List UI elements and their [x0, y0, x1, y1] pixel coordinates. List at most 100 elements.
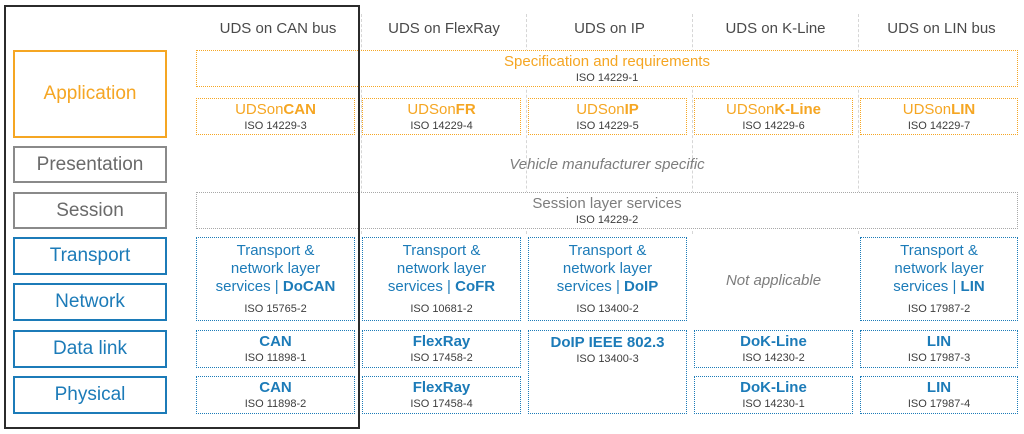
- app-prefix: UDSon: [235, 100, 284, 118]
- column-divider: [361, 14, 362, 234]
- transport-cell-can: Transport & network layer services | DoC…: [196, 237, 355, 321]
- datalink-cell-kline: DoK-Line ISO 14230-2: [694, 330, 853, 368]
- column-header-can: UDS on CAN bus: [219, 20, 337, 37]
- physical-cell-kline: DoK-Line ISO 14230-1: [694, 376, 853, 414]
- protocol-name: CAN: [259, 333, 292, 350]
- iso-ref: ISO 14229-5: [576, 119, 639, 132]
- physical-cell-flexray: FlexRay ISO 17458-4: [362, 376, 521, 414]
- iso-ref: ISO 14229-7: [907, 119, 971, 132]
- layer-label: Transport: [49, 245, 131, 266]
- app-cell-kline: UDSonK-Line ISO 14229-6: [694, 98, 853, 135]
- protocol-name: CAN: [259, 379, 292, 396]
- physical-cell-lin: LIN ISO 17987-4: [860, 376, 1018, 414]
- transport-line: services |: [215, 278, 283, 295]
- app-cell-ip: UDSonIP ISO 14229-5: [528, 98, 687, 135]
- column-header-flexray: UDS on FlexRay: [388, 20, 500, 37]
- column-header-ip: UDS on IP: [574, 20, 645, 37]
- transport-protocol: LIN: [960, 278, 985, 295]
- column-header-lin: UDS on LIN bus: [887, 20, 996, 37]
- transport-line: network layer: [894, 260, 984, 277]
- app-prefix: UDSon: [407, 100, 456, 118]
- spec-requirements-cell: Specification and requirements ISO 14229…: [196, 50, 1018, 87]
- transport-protocol: DoIP: [624, 278, 659, 295]
- iso-ref: ISO 14230-1: [742, 398, 805, 410]
- transport-cell-lin: Transport & network layer services | LIN…: [860, 237, 1018, 321]
- app-cell-can: UDSonCAN ISO 14229-3: [196, 98, 355, 135]
- protocol-name: DoIP IEEE 802.3: [550, 334, 665, 351]
- datalink-cell-lin: LIN ISO 17987-3: [860, 330, 1018, 368]
- layer-label: Network: [55, 291, 125, 312]
- layer-presentation: Presentation: [13, 146, 167, 183]
- physical-cell-can: CAN ISO 11898-2: [196, 376, 355, 414]
- highlight-outline: [4, 5, 360, 429]
- protocol-name: DoK-Line: [740, 333, 807, 350]
- transport-line: network layer: [562, 260, 653, 277]
- transport-line: network layer: [230, 260, 321, 277]
- transport-protocol: CoFR: [455, 278, 496, 295]
- iso-ref: ISO 14229-4: [410, 119, 473, 132]
- transport-line: services |: [893, 278, 961, 295]
- column-divider: [692, 14, 693, 234]
- layer-session: Session: [13, 192, 167, 229]
- iso-ref: ISO 17458-2: [410, 352, 473, 364]
- iso-ref: ISO 13400-2: [576, 303, 639, 315]
- datalink-physical-cell-ip: DoIP IEEE 802.3 ISO 13400-3: [528, 330, 687, 414]
- iso-ref: ISO 13400-3: [576, 353, 639, 365]
- app-prefix: UDSon: [725, 100, 775, 118]
- datalink-cell-flexray: FlexRay ISO 17458-2: [362, 330, 521, 368]
- iso-ref: ISO 11898-1: [244, 352, 307, 364]
- protocol-name: FlexRay: [412, 333, 471, 350]
- iso-ref: ISO 17987-3: [907, 352, 971, 364]
- transport-line: Transport &: [568, 242, 647, 259]
- protocol-name: LIN: [926, 333, 952, 350]
- layer-label: Application: [43, 83, 137, 104]
- layer-transport: Transport: [13, 237, 167, 275]
- iso-ref: ISO 17987-2: [907, 303, 971, 315]
- session-services-cell: Session layer services ISO 14229-2: [196, 192, 1018, 229]
- app-suffix: K-Line: [774, 100, 822, 118]
- app-prefix: UDSon: [576, 100, 625, 118]
- iso-ref: ISO 10681-2: [410, 303, 473, 315]
- transport-cell-ip: Transport & network layer services | DoI…: [528, 237, 687, 321]
- iso-ref: ISO 14229-6: [742, 119, 805, 132]
- datalink-cell-can: CAN ISO 11898-1: [196, 330, 355, 368]
- iso-ref: ISO 17987-4: [907, 398, 971, 410]
- layer-data-link: Data link: [13, 330, 167, 368]
- protocol-name: DoK-Line: [740, 379, 807, 396]
- transport-line: network layer: [396, 260, 487, 277]
- spec-title: Specification and requirements: [504, 52, 710, 70]
- column-divider: [526, 14, 527, 234]
- session-title: Session layer services: [532, 194, 682, 212]
- iso-ref: ISO 11898-2: [244, 398, 307, 410]
- transport-protocol: DoCAN: [282, 278, 336, 295]
- app-suffix: CAN: [283, 100, 316, 118]
- column-header-kline: UDS on K-Line: [725, 20, 826, 37]
- transport-line: Transport &: [236, 242, 315, 259]
- app-suffix: IP: [624, 100, 639, 118]
- transport-line: Transport &: [402, 242, 481, 259]
- iso-ref: ISO 14229-1: [575, 71, 639, 84]
- presentation-note: Vehicle manufacturer specific: [509, 156, 705, 173]
- transport-line: services |: [387, 278, 456, 295]
- iso-ref: ISO 14229-2: [575, 213, 639, 226]
- protocol-name: LIN: [926, 379, 952, 396]
- not-applicable-note: Not applicable: [725, 272, 822, 289]
- protocol-name: FlexRay: [412, 379, 471, 396]
- app-suffix: LIN: [951, 100, 976, 118]
- iso-ref: ISO 15765-2: [244, 303, 307, 315]
- iso-ref: ISO 17458-4: [410, 398, 473, 410]
- layer-label: Physical: [54, 384, 126, 405]
- layer-physical: Physical: [13, 376, 167, 414]
- app-suffix: FR: [455, 100, 476, 118]
- layer-application: Application: [13, 50, 167, 138]
- iso-ref: ISO 14230-2: [742, 352, 805, 364]
- layer-label: Data link: [53, 338, 127, 359]
- layer-network: Network: [13, 283, 167, 321]
- app-prefix: UDSon: [902, 100, 952, 118]
- app-cell-lin: UDSonLIN ISO 14229-7: [860, 98, 1018, 135]
- transport-line: services |: [556, 278, 625, 295]
- transport-line: Transport &: [900, 242, 978, 259]
- transport-cell-flexray: Transport & network layer services | CoF…: [362, 237, 521, 321]
- iso-ref: ISO 14229-3: [244, 119, 307, 132]
- app-cell-flexray: UDSonFR ISO 14229-4: [362, 98, 521, 135]
